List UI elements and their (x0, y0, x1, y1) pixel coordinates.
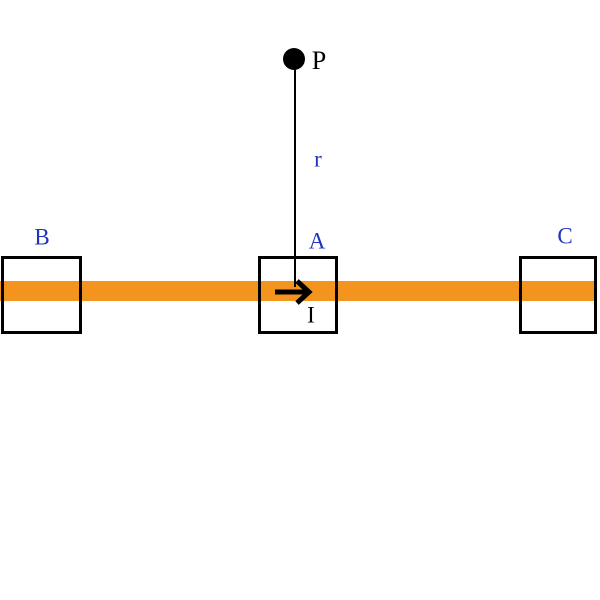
loop-a-square (258, 256, 338, 334)
distance-r-label: r (314, 146, 322, 172)
loop-b-square (1, 256, 82, 334)
distance-line (294, 66, 296, 287)
loop-c-label: C (557, 223, 573, 249)
loop-b-label: B (34, 224, 50, 250)
current-i-label: I (307, 302, 315, 328)
point-p-dot (283, 48, 305, 70)
point-p-label: P (311, 46, 327, 75)
loop-a-label: A (308, 228, 326, 254)
loop-c-square (519, 256, 597, 334)
